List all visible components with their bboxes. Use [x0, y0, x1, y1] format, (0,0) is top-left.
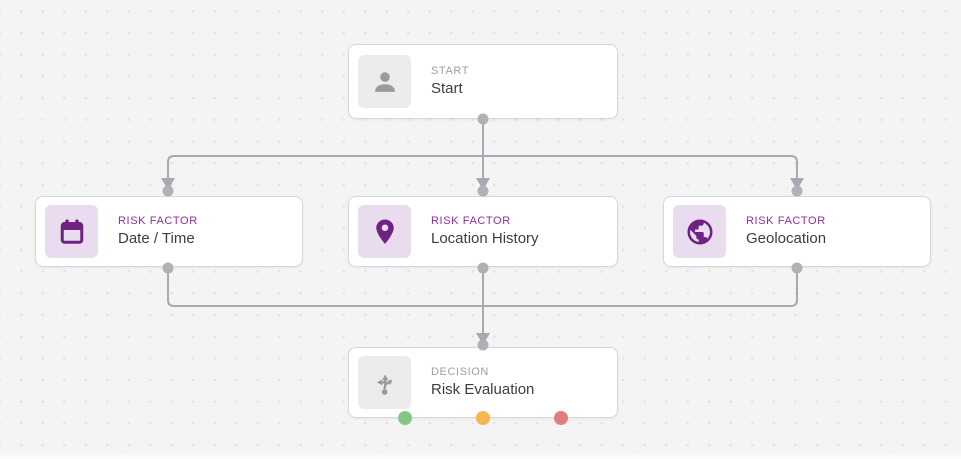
node-type-label: RISK FACTOR: [746, 215, 826, 227]
connector-line: [167, 268, 483, 307]
node-name-label: Date / Time: [118, 230, 195, 247]
date-time-icon-box: [45, 205, 98, 258]
decision-output-ports: [398, 411, 568, 425]
connector-line: [167, 155, 483, 178]
connector-port[interactable]: [477, 262, 489, 274]
node-location-history[interactable]: RISK FACTOR Location History: [348, 196, 618, 267]
connector-lines: [167, 119, 798, 333]
node-type-label: RISK FACTOR: [431, 215, 511, 227]
connector-line: [483, 155, 798, 178]
node-type-label: DECISION: [431, 366, 489, 378]
decision-icon-box: [358, 356, 411, 409]
port-low-risk[interactable]: [398, 411, 412, 425]
node-type-label: START: [431, 65, 470, 77]
connector-port[interactable]: [162, 262, 174, 274]
node-date-time[interactable]: RISK FACTOR Date / Time: [35, 196, 303, 267]
connector-port[interactable]: [477, 113, 489, 125]
connector-arrowheads: [161, 178, 804, 345]
node-name-label: Location History: [431, 230, 539, 247]
start-icon-box: [358, 55, 411, 108]
geolocation-icon-box: [673, 205, 726, 258]
connector-port[interactable]: [477, 339, 489, 351]
port-medium-risk[interactable]: [476, 411, 490, 425]
place-pin-icon: [375, 219, 394, 244]
connector-port[interactable]: [162, 185, 174, 197]
node-type-label: RISK FACTOR: [118, 215, 198, 227]
node-name-label: Start: [431, 80, 463, 97]
node-risk-evaluation[interactable]: DECISION Risk Evaluation: [348, 347, 618, 418]
node-name-label: Risk Evaluation: [431, 381, 535, 398]
split-arrows-icon: [376, 374, 392, 395]
connector-ports: [162, 113, 803, 351]
node-start[interactable]: START Start: [348, 44, 618, 119]
connector-port[interactable]: [791, 185, 803, 197]
globe-icon: [687, 219, 712, 244]
calendar-icon: [60, 219, 83, 244]
connector-port[interactable]: [791, 262, 803, 274]
connector-port[interactable]: [477, 185, 489, 197]
connector-line: [483, 268, 798, 307]
person-icon: [374, 71, 395, 92]
node-geolocation[interactable]: RISK FACTOR Geolocation: [663, 196, 931, 267]
port-high-risk[interactable]: [554, 411, 568, 425]
node-name-label: Geolocation: [746, 230, 827, 247]
location-history-icon-box: [358, 205, 411, 258]
